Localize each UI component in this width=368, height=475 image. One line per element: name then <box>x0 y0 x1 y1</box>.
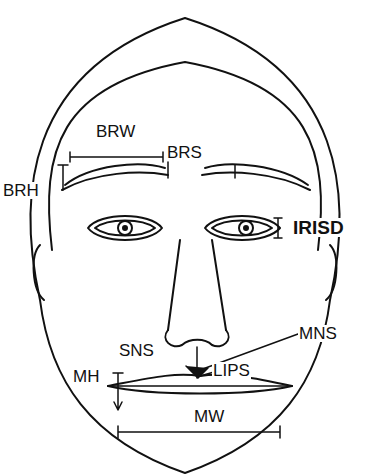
right-eye-inner <box>212 221 272 236</box>
lip-line <box>108 385 292 387</box>
measurement-label: BRH <box>2 182 40 199</box>
left-eyebrow-lower <box>62 173 168 190</box>
left-iris <box>118 221 132 235</box>
measurement-label: MNS <box>298 325 338 342</box>
measurement-label: BRS <box>166 144 203 161</box>
mh-dimension <box>113 373 123 410</box>
nose-right <box>212 240 226 330</box>
nose-left <box>168 240 180 330</box>
right-iris <box>239 221 253 235</box>
brw-dimension <box>70 152 163 162</box>
right-eyebrow-lower <box>202 173 310 190</box>
nostrils <box>165 330 228 346</box>
brh-dimension <box>58 165 68 190</box>
measurement-label: LIPS <box>212 362 251 379</box>
irisd-dimension <box>274 218 282 238</box>
brs-ticks <box>168 162 235 178</box>
lower-lip <box>108 386 292 394</box>
measurement-label: MH <box>72 368 100 385</box>
right-eye <box>205 216 280 240</box>
mw-dimension <box>118 426 280 438</box>
lips-marker <box>186 366 208 378</box>
measurement-label: BRW <box>95 123 136 140</box>
measurement-label: IRISD <box>292 218 345 237</box>
right-pupil <box>244 226 248 230</box>
hairline <box>49 62 321 250</box>
left-eye <box>88 216 162 240</box>
right-ear <box>326 245 336 300</box>
left-eye-inner <box>95 221 155 236</box>
left-ear <box>34 245 44 300</box>
measurement-label: SNS <box>118 342 155 359</box>
left-pupil <box>123 226 127 230</box>
measurement-label: MW <box>193 408 225 425</box>
head-outline <box>30 18 339 473</box>
